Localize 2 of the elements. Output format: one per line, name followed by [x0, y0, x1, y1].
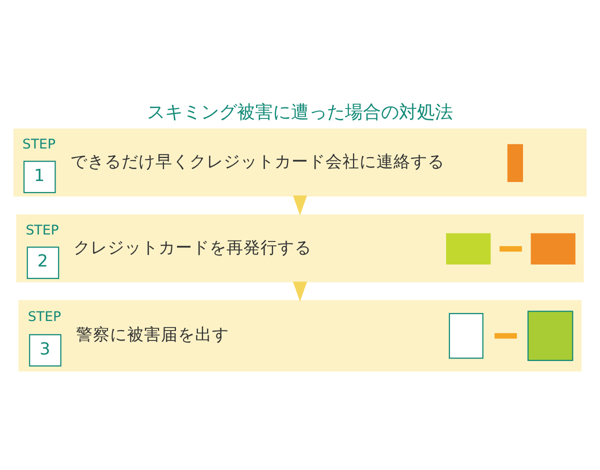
node-box: STEP 警察に被害届を出す 3	[18, 300, 582, 372]
diagram-title: スキミング被害に遭った場合の対処法	[147, 102, 453, 123]
